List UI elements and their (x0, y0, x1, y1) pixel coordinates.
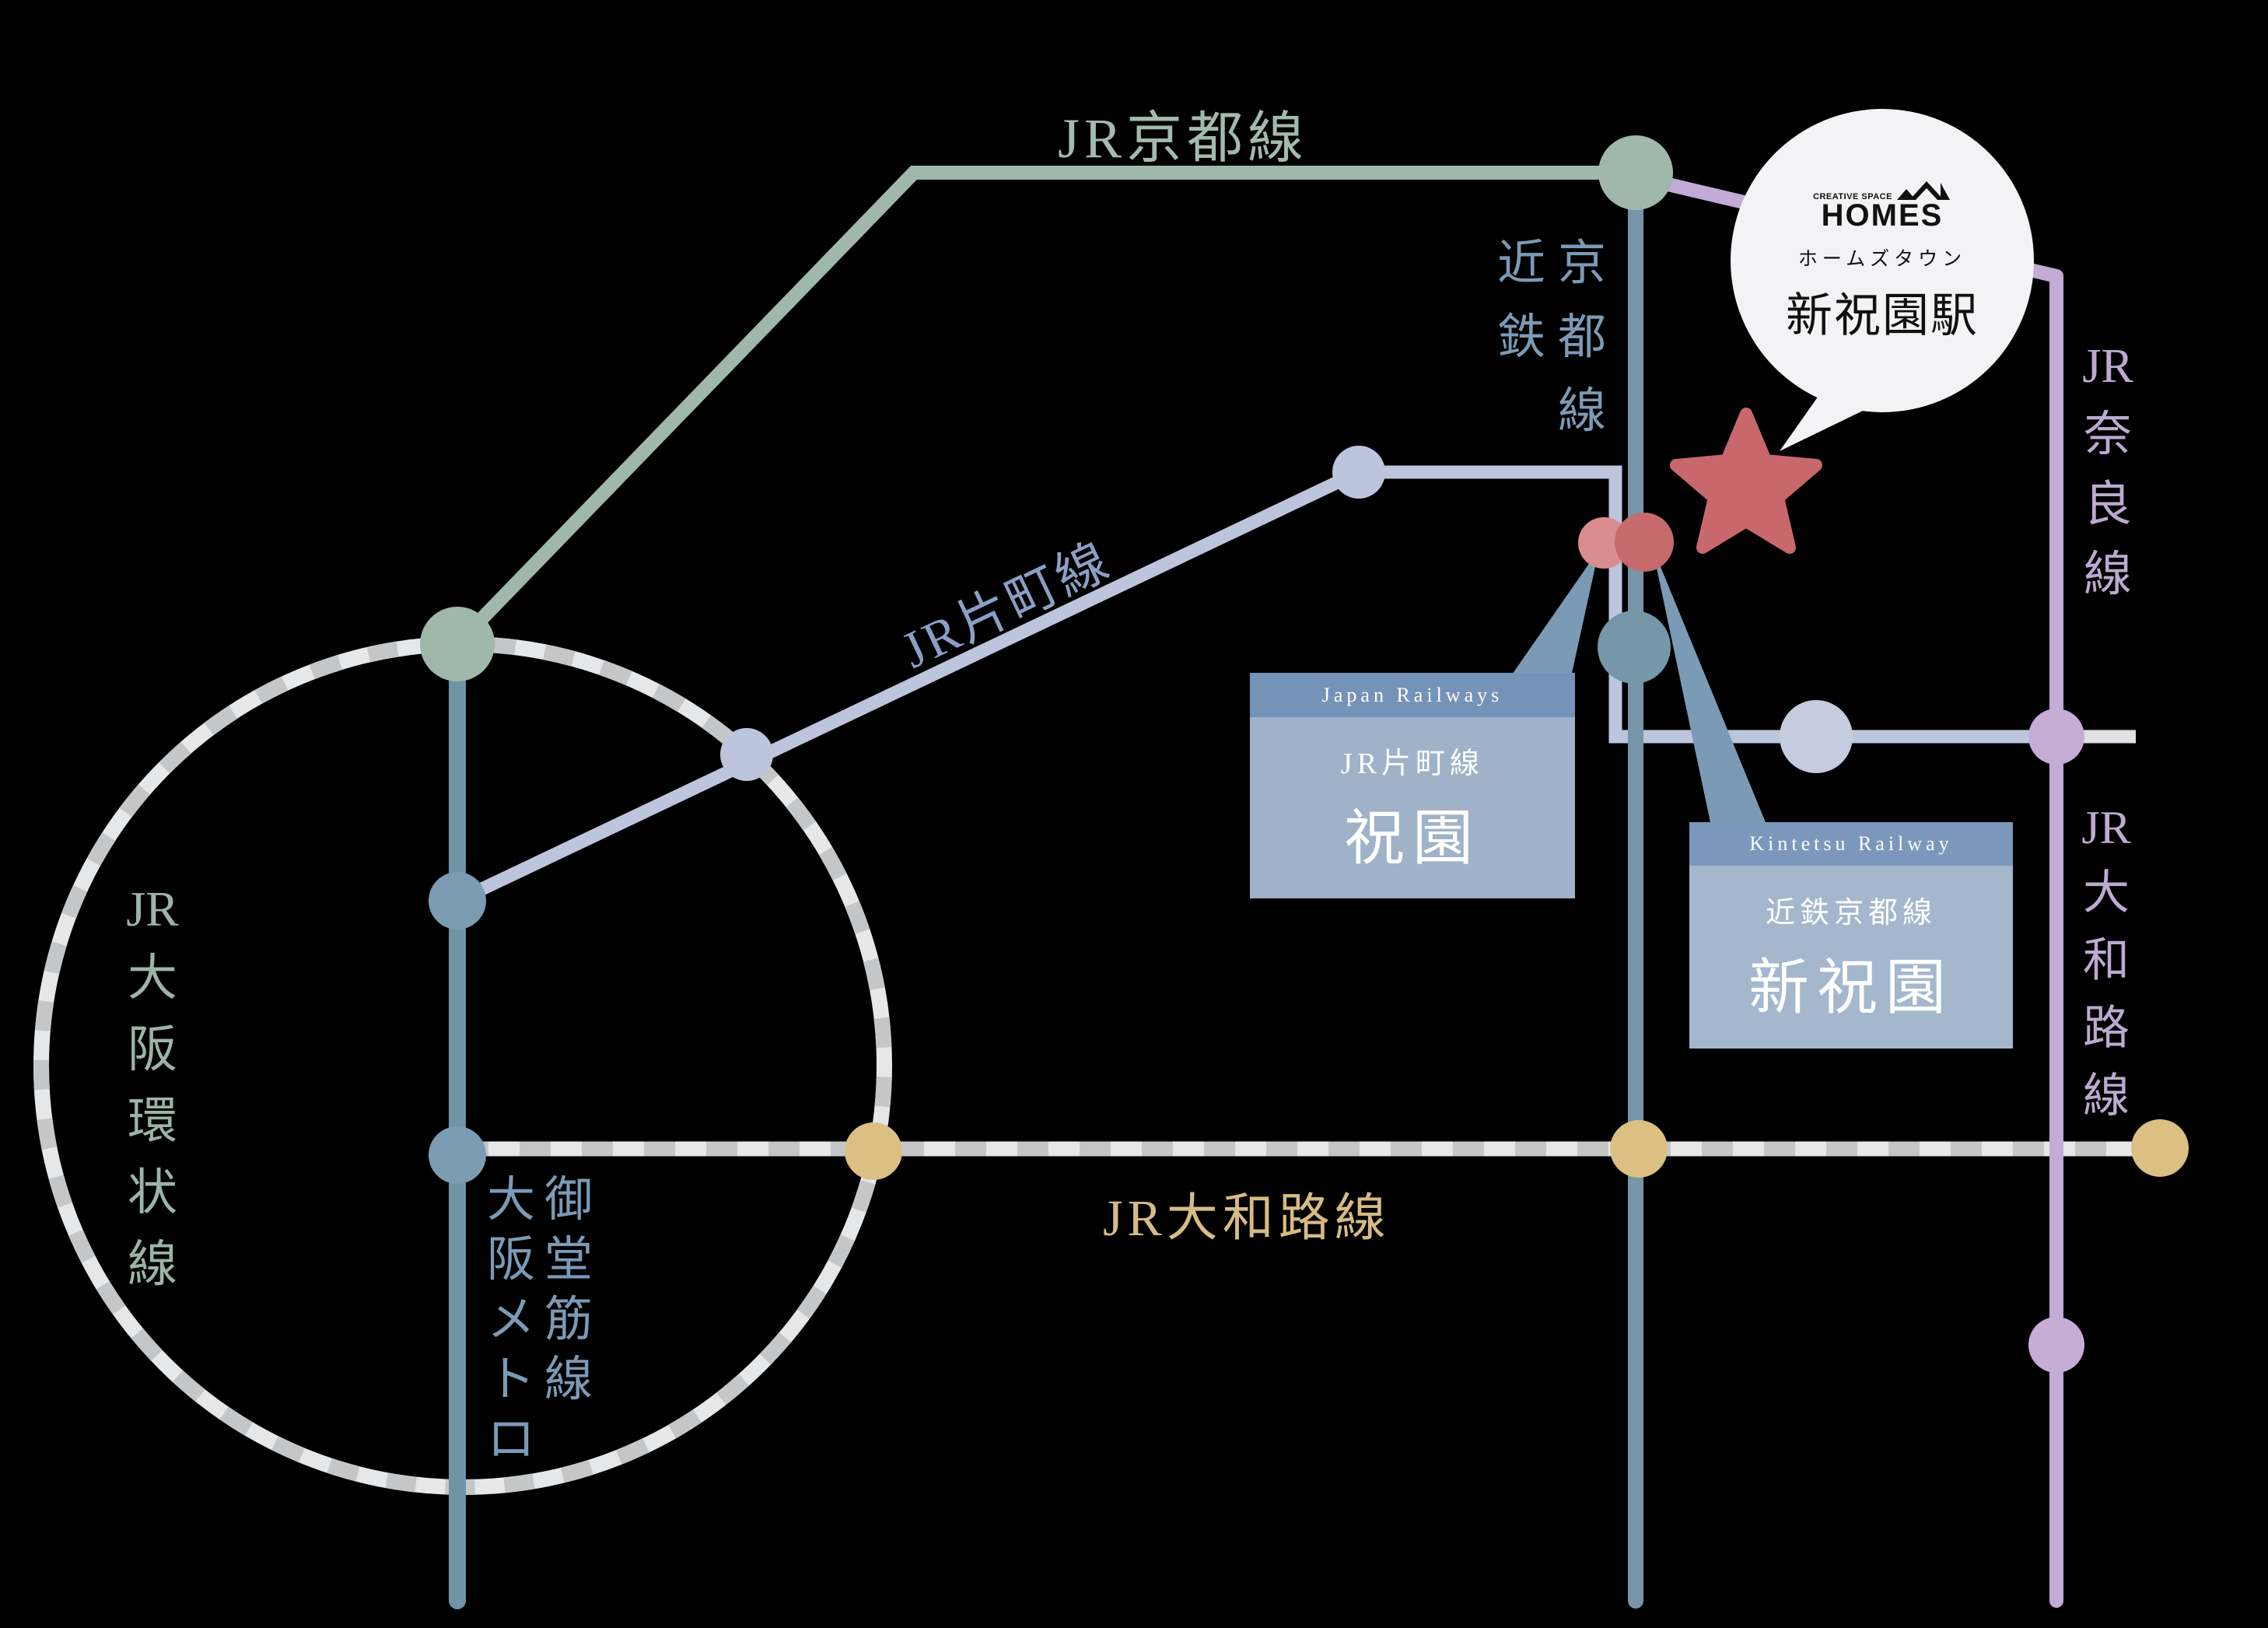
kintetsu-operator-label: 近鉄 (1497, 237, 1546, 364)
homes-town-bubble: CREATIVE SPACE HOMES ホームズタウン 新祝園駅 (1731, 109, 2034, 412)
shin-hosono-dot (1615, 513, 1674, 572)
homes-roof-icon (1896, 180, 1950, 200)
kintetsu-box-header: Kintetsu Railway (1689, 822, 2013, 866)
station-dot-yamatoji-end (2131, 1119, 2189, 1177)
homes-brand-text: HOMES (1821, 198, 1944, 233)
junction-dot-loop-top (420, 607, 495, 681)
midosuji-line-label: 大阪メトロ 御堂筋線 (487, 1171, 593, 1469)
kintetsu-line-label: 京都線 (1558, 237, 1607, 438)
station-dot-yamatoji-kintetsu (1610, 1120, 1668, 1178)
homes-logo: CREATIVE SPACE (1813, 177, 1951, 201)
kintetsu-box-pointer (1652, 546, 1767, 826)
kintetsu-kyoto-line-label: 近鉄 京都線 (1497, 227, 1606, 449)
kyoto-line (452, 166, 1636, 649)
metro-line-label: 御堂筋線 (544, 1174, 593, 1406)
station-dot-midosuji-lower (429, 1126, 486, 1184)
station-dot-midosuji-upper (429, 872, 486, 930)
metro-operator-label: 大阪メトロ (487, 1174, 536, 1466)
station-dot-nara-upper (2028, 709, 2084, 765)
bubble-town-name: ホームズタウン (1797, 248, 1967, 270)
station-dot-kintetsu-mid (1598, 611, 1671, 684)
station-dot-nara-lower (2028, 1317, 2084, 1373)
kyoto-line-label: JR京都線 (1058, 107, 1309, 170)
jr-hosono-dot (1578, 517, 1629, 569)
yamatoji-line-bottom-label: JR大和路線 (1103, 1190, 1391, 1247)
kintetsu-box-station-name: 新祝園 (1748, 954, 1954, 1021)
location-star-icon (1670, 408, 1822, 554)
station-dot-katamachi-bend (1332, 446, 1385, 499)
shin-hosono-station-box: Kintetsu Railway 近鉄京都線 新祝園 (1689, 822, 2013, 1049)
jr-box-station-name: 祝園 (1343, 804, 1481, 872)
kintetsu-box-line-name: 近鉄京都線 (1765, 897, 1937, 930)
station-dot-yamatoji-loop (845, 1122, 902, 1180)
jr-box-pointer (1510, 549, 1599, 677)
katamachi-line (454, 465, 2056, 907)
jr-hosono-station-box: Japan Railways JR片町線 祝園 (1250, 673, 1575, 898)
homes-logo-tagline: CREATIVE SPACE (1813, 191, 1892, 201)
junction-dot-kyoto-kintetsu (1598, 135, 1673, 210)
jr-box-line-name: JR片町線 (1340, 747, 1485, 780)
station-dot-katamachi-east (1780, 700, 1853, 773)
station-dot-katamachi-loop (720, 728, 773, 781)
bubble-station-name: 新祝園駅 (1786, 289, 1979, 341)
jr-box-header: Japan Railways (1250, 673, 1575, 717)
